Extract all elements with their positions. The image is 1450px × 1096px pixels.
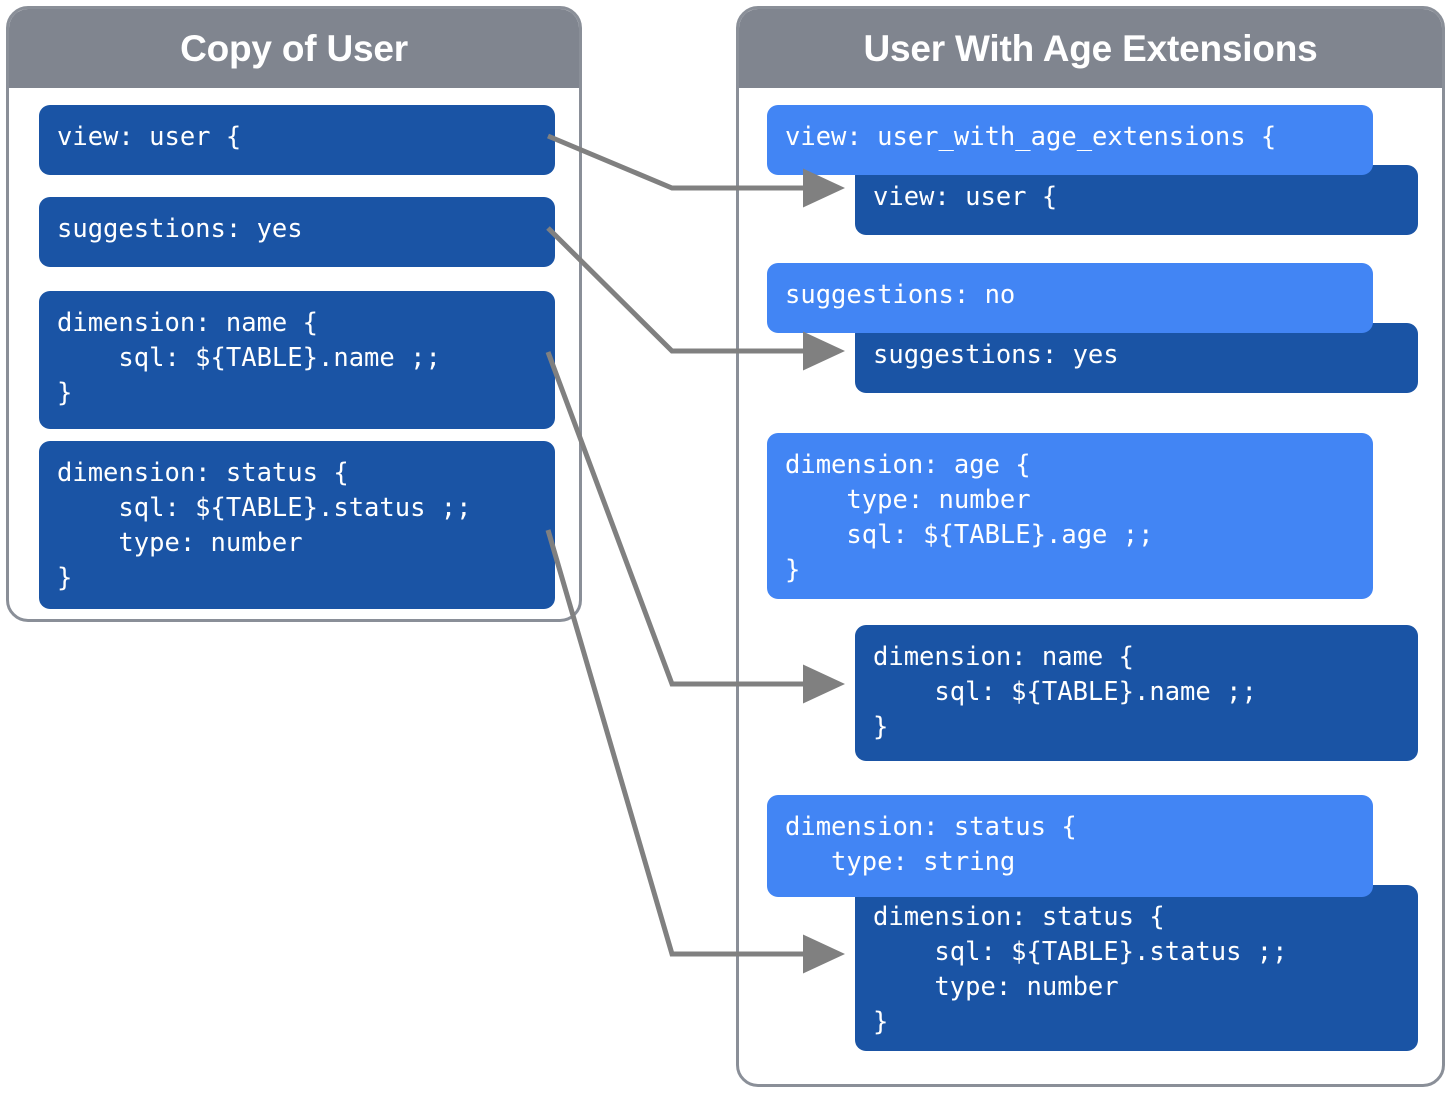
panel-copy-of-user: Copy of User view: user { suggestions: y…	[6, 6, 582, 622]
code-block-right-dimension-status-override[interactable]: dimension: status { type: string	[767, 795, 1373, 897]
code-block-left-suggestions[interactable]: suggestions: yes	[39, 197, 555, 267]
panel-left-header: Copy of User	[9, 9, 579, 88]
code-block-right-dimension-age[interactable]: dimension: age { type: number sql: ${TAB…	[767, 433, 1373, 599]
code-block-right-inherited-suggestions[interactable]: suggestions: yes	[855, 323, 1418, 393]
panel-right-title: User With Age Extensions	[863, 27, 1318, 69]
code-block-right-suggestions-override[interactable]: suggestions: no	[767, 263, 1373, 333]
panel-right-header: User With Age Extensions	[739, 9, 1442, 88]
code-block-left-view-user[interactable]: view: user {	[39, 105, 555, 175]
code-block-right-view-extension[interactable]: view: user_with_age_extensions {	[767, 105, 1373, 175]
code-block-right-inherited-dimension-status[interactable]: dimension: status { sql: ${TABLE}.status…	[855, 885, 1418, 1051]
panel-user-with-age-extensions: User With Age Extensions view: user { su…	[736, 6, 1445, 1087]
code-block-right-inherited-view-user[interactable]: view: user {	[855, 165, 1418, 235]
code-block-right-inherited-dimension-name[interactable]: dimension: name { sql: ${TABLE}.name ;; …	[855, 625, 1418, 761]
code-block-left-dimension-name[interactable]: dimension: name { sql: ${TABLE}.name ;; …	[39, 291, 555, 429]
code-block-left-dimension-status[interactable]: dimension: status { sql: ${TABLE}.status…	[39, 441, 555, 609]
panel-left-title: Copy of User	[180, 27, 408, 69]
